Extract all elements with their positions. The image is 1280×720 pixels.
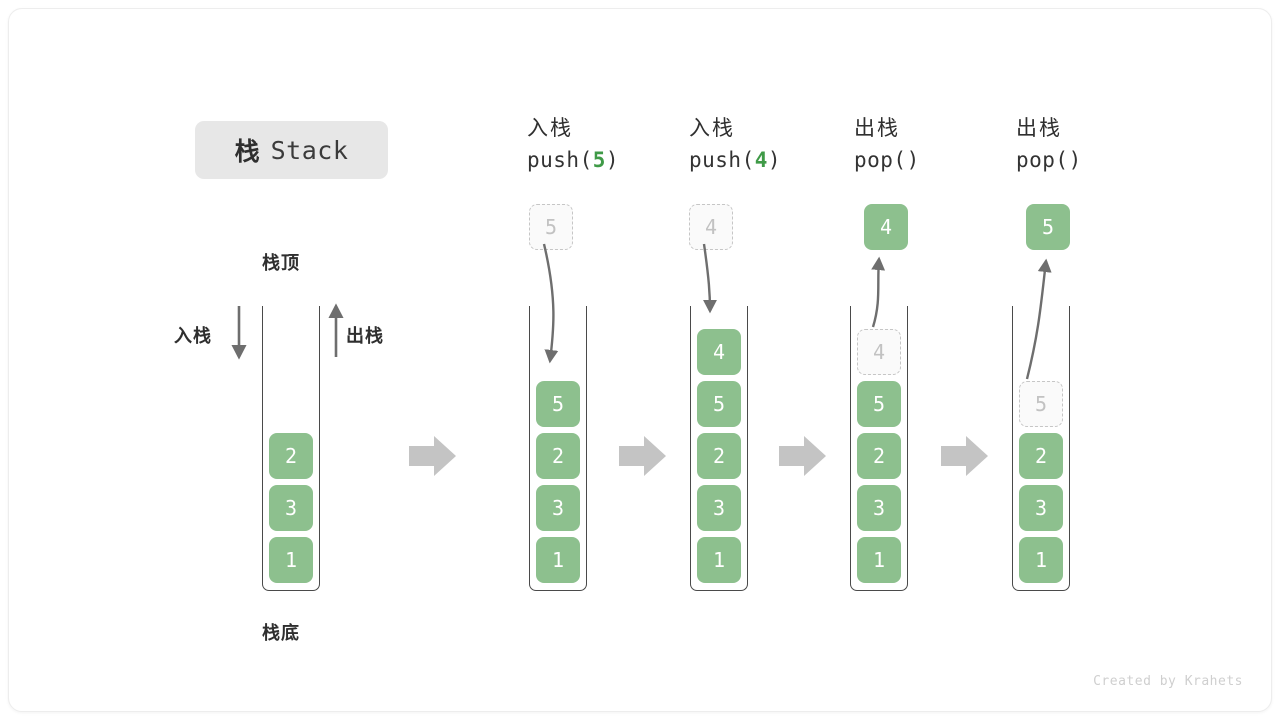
stack-cell: 1	[536, 537, 580, 583]
stack-cell: 5	[857, 381, 901, 427]
stack-bottom-label: 栈底	[262, 623, 300, 643]
stack-cell: 1	[1019, 537, 1063, 583]
stack-cell: 4	[697, 329, 741, 375]
stack-container-initial	[262, 306, 320, 591]
column-header-cn: 出栈	[854, 117, 900, 140]
code-arg: 4	[754, 148, 768, 172]
stack-cell: 1	[269, 537, 313, 583]
stack-cell: 5	[697, 381, 741, 427]
stack-cell: 2	[1019, 433, 1063, 479]
column-header-cn: 入栈	[689, 117, 735, 140]
column-header-code: push(5)	[527, 144, 697, 176]
column-header-push-4: 入栈 push(4)	[689, 114, 859, 176]
column-header-code: pop()	[854, 144, 1024, 176]
stack-cell: 1	[697, 537, 741, 583]
code-post: )	[906, 148, 920, 172]
stack-cell: 3	[269, 485, 313, 531]
stack-cell: 3	[1019, 485, 1063, 531]
column-header-cn: 出栈	[1016, 117, 1062, 140]
column-header-code: pop()	[1016, 144, 1186, 176]
column-header-code: push(4)	[689, 144, 859, 176]
stack-cell: 5	[536, 381, 580, 427]
code-pre: pop(	[854, 148, 907, 172]
stack-cell: 2	[269, 433, 313, 479]
title-badge: 栈 Stack	[195, 121, 388, 179]
column-header-pop-1: 出栈 pop()	[854, 114, 1024, 176]
code-pre: pop(	[1016, 148, 1069, 172]
floating-popped-cell: 5	[1026, 204, 1070, 250]
floating-popped-cell: 4	[864, 204, 908, 250]
flow-arrow	[409, 436, 456, 476]
stack-cell: 3	[536, 485, 580, 531]
footer-credit: Created by Krahets	[1093, 674, 1243, 689]
floating-ghost-cell: 4	[689, 204, 733, 250]
floating-ghost-cell: 5	[529, 204, 573, 250]
title-cn: 栈	[234, 138, 261, 166]
diagram-card: 栈 Stack 栈顶 入栈 出栈 2 3 1 栈底 入栈 push(5) 5 5…	[8, 8, 1272, 712]
inner-ghost-cell: 5	[1019, 381, 1063, 427]
push-direction-label: 入栈	[174, 326, 212, 346]
stack-top-label: 栈顶	[262, 253, 300, 273]
code-post: )	[605, 148, 620, 172]
pop-direction-label: 出栈	[346, 326, 384, 346]
code-pre: push(	[689, 148, 755, 172]
stack-cell: 3	[857, 485, 901, 531]
column-header-cn: 入栈	[527, 117, 573, 140]
push-arrow-4	[702, 243, 717, 314]
flow-arrow	[619, 436, 666, 476]
inner-ghost-cell: 4	[857, 329, 901, 375]
code-pre: push(	[527, 148, 593, 172]
flow-arrow	[779, 436, 826, 476]
column-header-pop-2: 出栈 pop()	[1016, 114, 1186, 176]
code-post: )	[1068, 148, 1082, 172]
stack-container-pop-1	[850, 306, 908, 591]
flow-arrow	[941, 436, 988, 476]
stack-cell: 2	[857, 433, 901, 479]
code-arg: 5	[592, 148, 606, 172]
stack-container-push-4	[690, 306, 748, 591]
stack-cell: 2	[536, 433, 580, 479]
stack-cell: 3	[697, 485, 741, 531]
stack-container-pop-2	[1012, 306, 1070, 591]
stack-container-push-5	[529, 306, 587, 591]
stack-cell: 1	[857, 537, 901, 583]
column-header-push-5: 入栈 push(5)	[527, 114, 697, 176]
title-en: Stack	[270, 135, 349, 165]
code-post: )	[767, 148, 782, 172]
stack-cell: 2	[697, 433, 741, 479]
